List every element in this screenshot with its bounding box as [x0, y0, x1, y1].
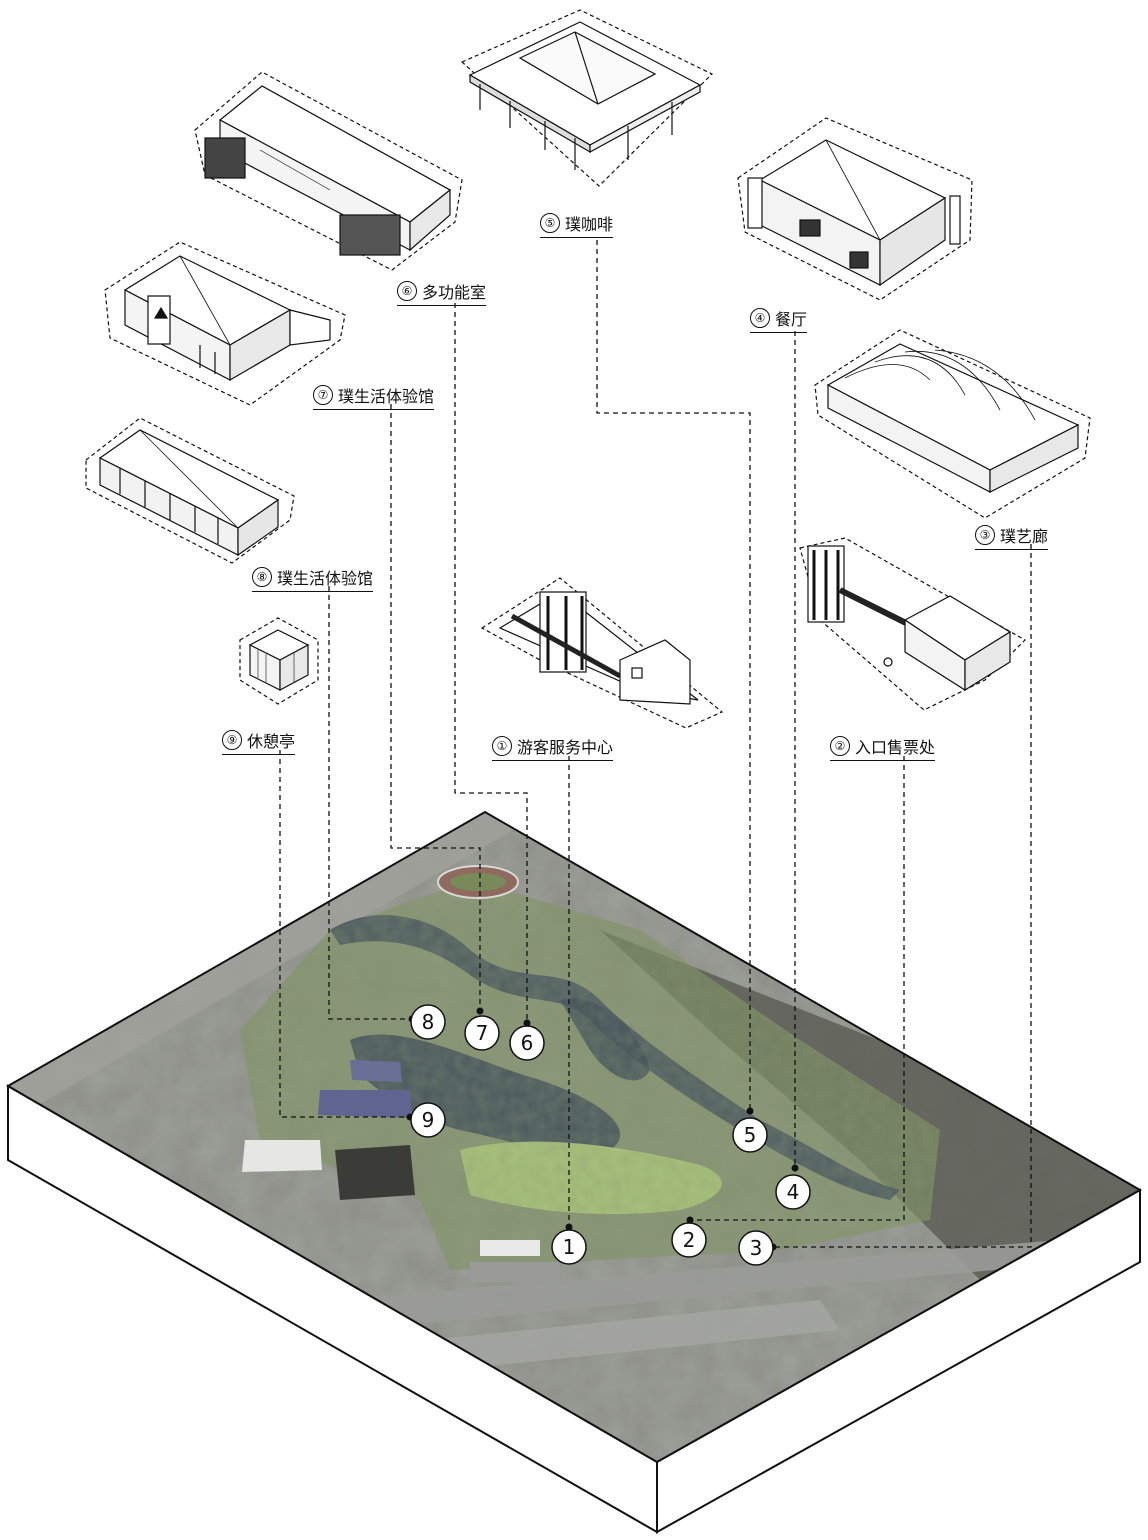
rail-corridor [8, 812, 520, 1104]
map-marker-8: 8 [410, 1004, 446, 1040]
label-text: 璞生活体验馆 [338, 387, 435, 406]
parking-lot [470, 1262, 560, 1282]
map-marker-circle [410, 1102, 446, 1138]
aerial-imagery [8, 812, 1140, 1462]
map-marker-1: 1 [551, 1229, 587, 1265]
map-marker-7: 7 [464, 1015, 500, 1051]
label-number: ① [492, 736, 512, 756]
label-number: ⑨ [222, 730, 242, 750]
label-text: 多功能室 [422, 283, 487, 302]
building-multifunction-drawing [194, 71, 463, 271]
map-marker-9: 9 [410, 1102, 446, 1138]
label-number: ④ [750, 308, 770, 328]
map-marker-circle [551, 1229, 587, 1265]
building-gallery-drawing [814, 329, 1091, 519]
map-marker-circle [464, 1015, 500, 1051]
building-lifestyle-7-drawing [104, 241, 346, 406]
label-text: 璞生活体验馆 [277, 569, 374, 588]
label-lifestyle-8: ⑧ 璞生活体验馆 [252, 564, 374, 592]
building-cafe-drawing [460, 9, 714, 187]
map-marker-number: 2 [683, 1228, 696, 1252]
factory-roof [335, 1145, 415, 1200]
label-gallery: ③ 璞艺廊 [975, 522, 1049, 550]
map-marker-number: 9 [422, 1108, 435, 1132]
building-pavilion-drawing [239, 617, 319, 705]
building-visitor-center-drawing [480, 577, 724, 729]
label-number: ⑤ [540, 213, 560, 233]
map-marker-5: 5 [732, 1117, 768, 1153]
map-marker-circle [509, 1025, 545, 1061]
label-number: ⑥ [397, 281, 417, 301]
leader-2 [690, 756, 905, 1221]
label-number: ⑧ [252, 567, 272, 587]
label-text: 入口售票处 [855, 738, 936, 757]
highway [330, 1240, 1080, 1330]
label-number: ② [830, 736, 850, 756]
leader-6 [454, 303, 528, 1023]
leader-lines [279, 240, 1032, 1248]
map-marker-circle [775, 1174, 811, 1210]
label-entrance-ticket: ② 入口售票处 [830, 733, 936, 761]
building-entrance-drawing [799, 537, 1026, 711]
map-marker-circle [738, 1230, 774, 1266]
label-text: 餐厅 [775, 310, 808, 329]
solar-roof-2 [350, 1060, 402, 1082]
map-marker-number: 1 [563, 1235, 576, 1259]
leader-5 [596, 240, 751, 1111]
map-marker-3: 3 [738, 1230, 774, 1266]
label-pavilion: ⑨ 休憩亭 [222, 727, 296, 755]
map-marker-number: 7 [476, 1021, 489, 1045]
map-marker-circle [410, 1004, 446, 1040]
map-marker-circle [671, 1222, 707, 1258]
leader-7 [390, 404, 481, 1011]
label-cafe: ⑤ 璞咖啡 [540, 210, 614, 238]
visitor-center-roof [480, 1240, 540, 1256]
label-visitor-center: ① 游客服务中心 [492, 733, 614, 761]
site-map-block [5, 810, 1143, 1534]
label-restaurant: ④ 餐厅 [750, 305, 808, 333]
map-marker-4: 4 [775, 1174, 811, 1210]
map-marker-number: 6 [521, 1031, 534, 1055]
leader-8 [328, 586, 412, 1020]
leader-9 [279, 750, 410, 1118]
map-marker-number: 4 [787, 1180, 800, 1204]
building-restaurant-drawing [737, 117, 973, 301]
map-marker-number: 3 [750, 1236, 763, 1260]
highway-lane [380, 1300, 840, 1375]
label-multifunction: ⑥ 多功能室 [397, 278, 487, 306]
solar-roof-1 [318, 1090, 412, 1118]
map-marker-number: 5 [744, 1123, 757, 1147]
building-lifestyle-8-drawing [85, 417, 295, 564]
label-text: 璞咖啡 [565, 215, 614, 234]
building-drawings [85, 9, 1091, 729]
label-text: 休憩亭 [247, 732, 296, 751]
label-text: 璞艺廊 [1000, 527, 1049, 546]
label-number: ③ [975, 525, 995, 545]
label-number: ⑦ [313, 385, 333, 405]
label-lifestyle-7: ⑦ 璞生活体验馆 [313, 382, 435, 410]
map-marker-number: 8 [422, 1010, 435, 1034]
label-text: 游客服务中心 [517, 738, 614, 757]
leader-3 [773, 544, 1032, 1248]
map-marker-2: 2 [671, 1222, 707, 1258]
map-markers: 1 2 3 4 5 6 7 8 9 [410, 1004, 811, 1266]
map-marker-circle [732, 1117, 768, 1153]
map-marker-6: 6 [509, 1025, 545, 1061]
warehouse-roof [242, 1140, 322, 1172]
